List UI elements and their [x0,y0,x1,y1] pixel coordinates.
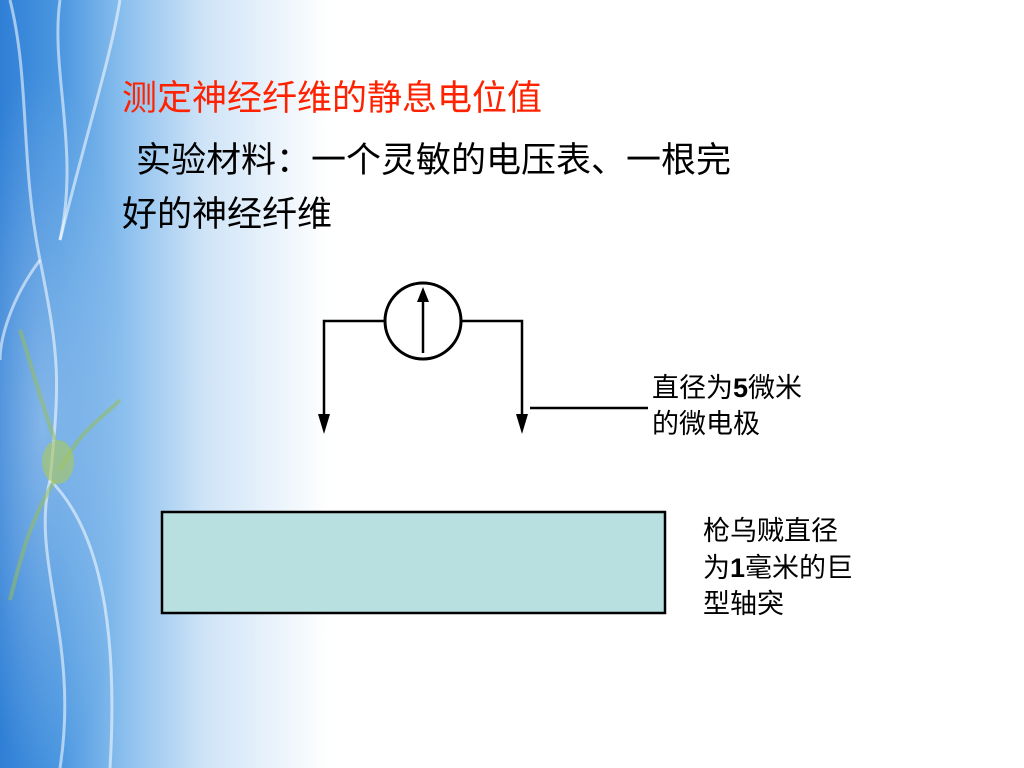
electrode-label-line-1: 直径为5微米 [652,373,803,404]
axon-label-line-2: 为1毫米的巨 [703,553,854,584]
right-electrode-tip [516,414,528,434]
slide-title: 测定神经纤维的静息电位值 [122,79,543,119]
voltmeter [383,281,463,361]
neuron-decoration [0,0,122,768]
electrode-label: 直径为5微米 的微电极 [652,370,802,443]
left-wire [322,319,385,420]
giant-axon [160,510,667,615]
axon-label: 枪乌贼直径 为1毫米的巨 型轴突 [703,514,853,623]
axon-label-line-3: 型轴突 [703,589,784,620]
subtitle-line-1: 实验材料：一个灵敏的电压表、一根完 [136,141,732,181]
voltmeter-needle-head [417,287,429,302]
axon-label-line-1: 枪乌贼直径 [703,516,838,547]
right-wire [461,319,524,420]
subtitle-line-2: 好的神经纤维 [122,195,333,235]
background-gradient [0,0,330,768]
slide-subtitle: 实验材料：一个灵敏的电压表、一根完 好的神经纤维 [122,134,922,242]
electrode-label-line-2: 的微电极 [652,409,760,440]
left-electrode-tip [318,414,330,434]
